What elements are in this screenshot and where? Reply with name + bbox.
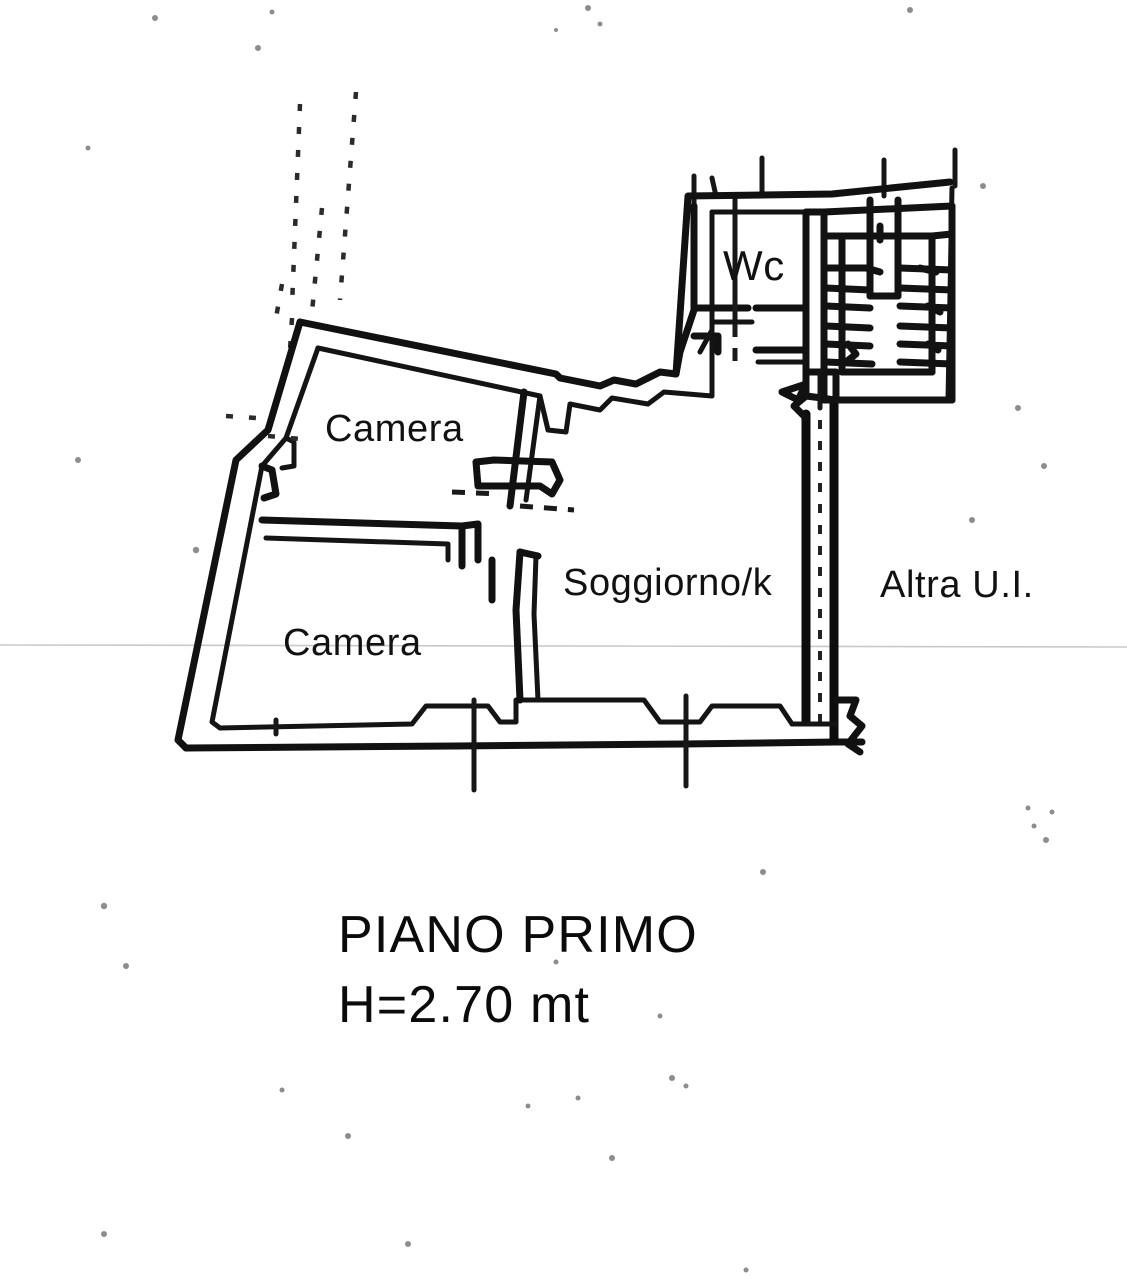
annotation-altra-ui: Altra U.I. bbox=[880, 564, 1034, 606]
window-ticks bbox=[273, 693, 689, 793]
room-label-wc: Wc bbox=[723, 242, 785, 289]
room-labels: Camera Camera Soggiorno/k Wc Altra U.I. bbox=[283, 242, 1034, 664]
scan-artifacts bbox=[0, 5, 1127, 1273]
room-label-camera-1: Camera bbox=[325, 408, 464, 450]
interior-partitions bbox=[225, 388, 575, 704]
wc-room bbox=[672, 202, 810, 378]
plan-caption: PIANO PRIMO H=2.70 mt bbox=[338, 906, 698, 1034]
caption-line-1: PIANO PRIMO bbox=[338, 906, 698, 964]
room-label-soggiorno: Soggiorno/k bbox=[563, 562, 773, 604]
construction-lines bbox=[273, 91, 359, 351]
party-wall-right bbox=[789, 392, 866, 756]
room-label-camera-2: Camera bbox=[283, 622, 422, 664]
staircase bbox=[820, 196, 956, 404]
caption-line-2: H=2.70 mt bbox=[338, 976, 590, 1034]
